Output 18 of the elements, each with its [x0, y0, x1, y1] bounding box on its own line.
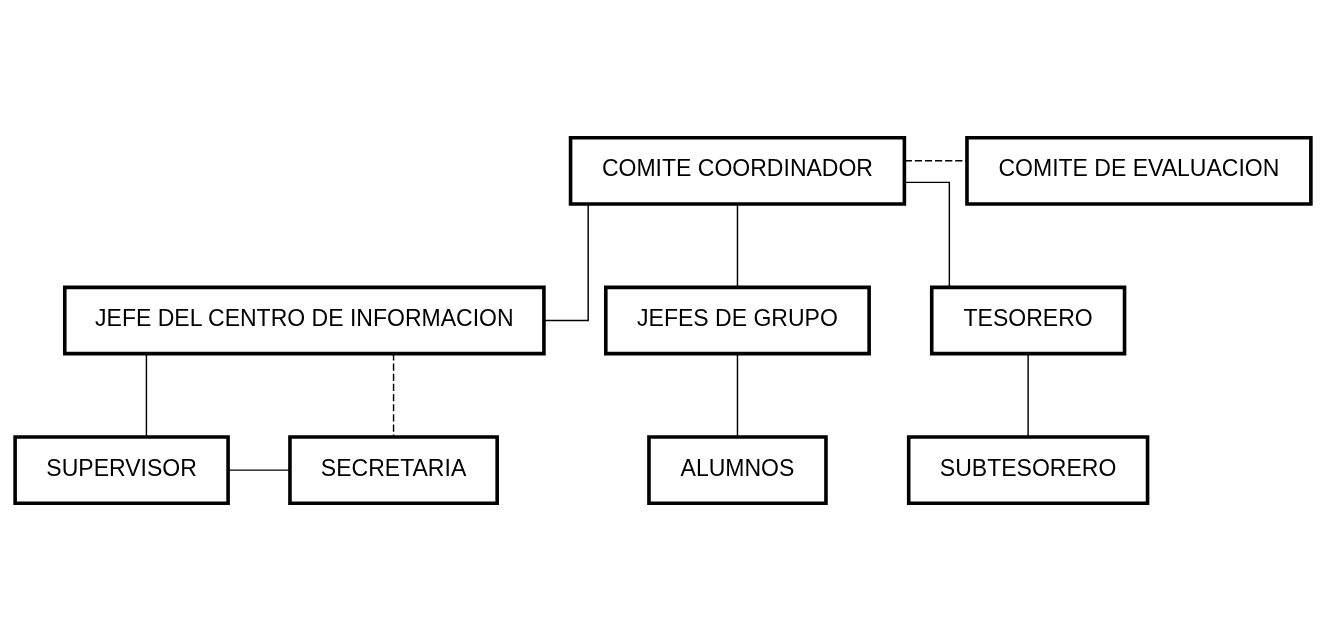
node-box: TESORERO	[929, 285, 1127, 355]
node-box: JEFE DEL CENTRO DE INFORMACION	[62, 285, 546, 355]
connector	[736, 202, 739, 288]
node-box: COMITE COORDINADOR	[568, 135, 907, 206]
connector	[227, 468, 291, 471]
connector	[904, 159, 968, 161]
node-box: COMITE DE EVALUACION	[965, 135, 1313, 206]
node-box: JEFES DE GRUPO	[604, 285, 871, 355]
node-box: SECRETARIA	[288, 434, 499, 505]
connector	[1027, 352, 1029, 438]
connector	[392, 352, 395, 438]
node-box: ALUMNOS	[647, 434, 828, 505]
connector	[543, 202, 589, 321]
connector	[145, 352, 148, 438]
connector	[736, 352, 739, 438]
node-box: SUBTESORERO	[906, 434, 1150, 505]
connector	[903, 181, 951, 288]
node-box: SUPERVISOR	[13, 434, 230, 505]
